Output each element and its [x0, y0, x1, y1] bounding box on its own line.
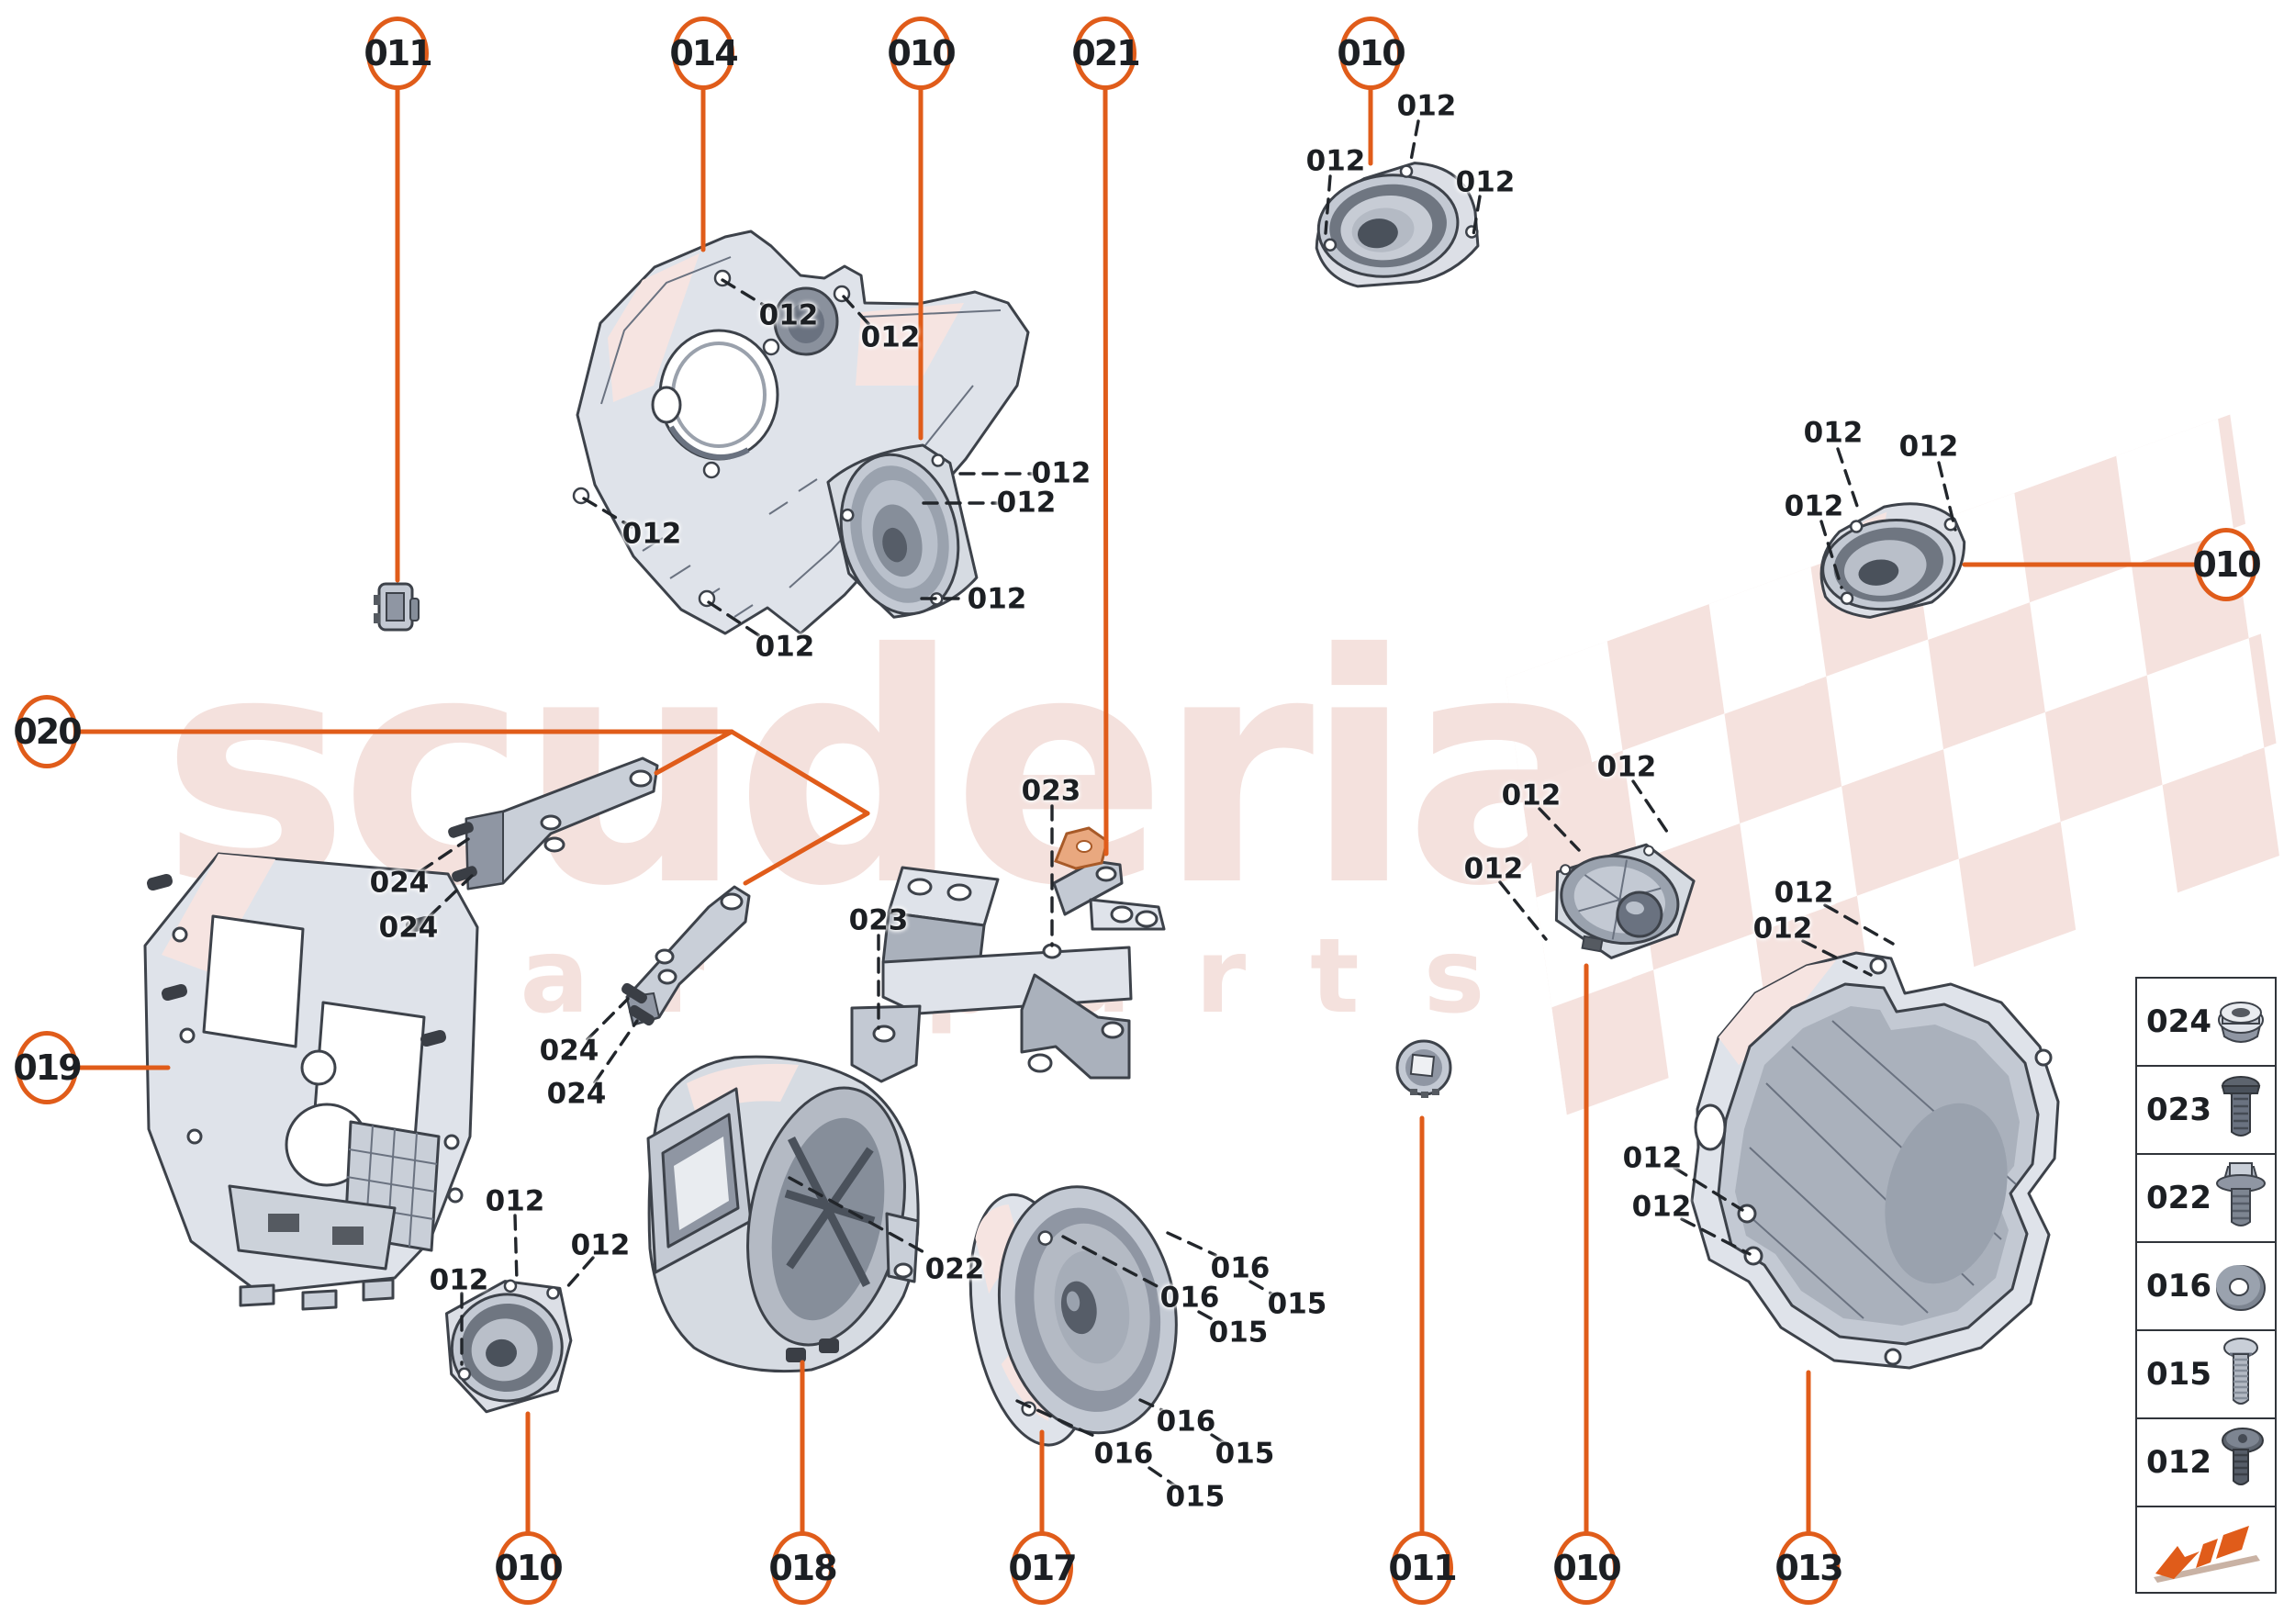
part-label: 015: [1208, 1316, 1269, 1350]
legend-code: 024: [2146, 1003, 2211, 1040]
part-label: 016: [1159, 1281, 1220, 1315]
legend-code: 023: [2146, 1092, 2211, 1128]
part-label: 012: [1774, 876, 1834, 910]
part-label: 024: [369, 866, 430, 900]
part-speaker-010-bottomleft: [444, 1279, 573, 1414]
part-speaker-010-right: [1819, 502, 1966, 619]
part-label: 012: [1803, 416, 1864, 450]
part-bracket-020-b: [621, 885, 751, 1026]
legend-row-015[interactable]: 015: [2135, 1329, 2277, 1417]
callout-010-right[interactable]: 010: [2192, 528, 2262, 601]
callout-010-topright[interactable]: 010: [1337, 17, 1406, 90]
legend-row-023[interactable]: 023: [2135, 1065, 2277, 1153]
part-label: 012: [1784, 489, 1844, 523]
callout-011-top[interactable]: 011: [364, 17, 433, 90]
legend-code: 015: [2146, 1356, 2211, 1393]
callout-020[interactable]: 020: [13, 695, 83, 768]
part-label: 012: [1031, 456, 1092, 490]
part-label: 012: [1622, 1141, 1683, 1175]
part-label: 015: [1165, 1480, 1226, 1514]
part-label: 024: [378, 911, 439, 945]
legend-row-022[interactable]: 022: [2135, 1153, 2277, 1241]
legend-row-024[interactable]: 024: [2135, 977, 2277, 1065]
part-label: 012: [967, 582, 1027, 616]
part-label: 012: [755, 630, 815, 664]
part-label: 012: [1898, 430, 1959, 464]
legend-row-016[interactable]: 016: [2135, 1241, 2277, 1329]
callout-010-bottomleft[interactable]: 010: [494, 1531, 564, 1605]
flange-nut-icon: [2211, 983, 2270, 1060]
part-label: 016: [1156, 1405, 1216, 1439]
part-label: 012: [758, 298, 819, 332]
callout-010-mid[interactable]: 010: [1552, 1531, 1622, 1605]
flange-bolt-icon: [2211, 1159, 2270, 1237]
part-label: 023: [1021, 774, 1081, 808]
part-label: 012: [485, 1184, 545, 1218]
callout-017[interactable]: 017: [1008, 1531, 1078, 1605]
part-speaker-010-topright: [1315, 162, 1480, 288]
part-enclosure-018: [646, 1055, 920, 1373]
part-label: 015: [1267, 1287, 1327, 1321]
part-label: 012: [996, 486, 1057, 520]
part-label: 024: [539, 1034, 599, 1068]
fastener-leader-lines: [419, 119, 1957, 1488]
part-bracket-020-a: [448, 756, 659, 890]
legend-code: 022: [2146, 1180, 2211, 1216]
fastener-legend: 024 023: [2135, 977, 2277, 1594]
part-speaker-017: [968, 1185, 1178, 1447]
callout-011-bottom[interactable]: 011: [1388, 1531, 1458, 1605]
part-label: 012: [1463, 852, 1524, 886]
part-label: 016: [1093, 1437, 1154, 1471]
part-enclosure-013: [1690, 951, 2060, 1370]
callout-018[interactable]: 018: [768, 1531, 838, 1605]
washer-icon: [2211, 1248, 2270, 1325]
part-label: 012: [1305, 144, 1366, 178]
part-label: 012: [1501, 778, 1562, 812]
part-label: 012: [1455, 165, 1516, 199]
part-label: 012: [1631, 1190, 1692, 1224]
legend-code: 016: [2146, 1268, 2211, 1305]
legend-code: 012: [2146, 1444, 2211, 1481]
part-speaker-010-upper: [826, 443, 979, 619]
part-label: 012: [1752, 912, 1813, 946]
part-label: 012: [1596, 750, 1657, 784]
torx-screw-icon: [2211, 1424, 2270, 1501]
part-mount-panel-019: [143, 852, 479, 1311]
part-label: 016: [1210, 1251, 1271, 1285]
bolt-icon: [2211, 1071, 2270, 1148]
part-label: 022: [924, 1252, 985, 1286]
part-label: 012: [1396, 89, 1457, 123]
part-speaker-010-mid-rear: [1554, 843, 1696, 959]
legend-row-arrow[interactable]: [2135, 1506, 2277, 1594]
part-label: 012: [860, 320, 921, 354]
part-mount-bracket-021: [850, 826, 1166, 1083]
callout-019[interactable]: 019: [13, 1031, 83, 1104]
callout-leader-lines: [76, 84, 2197, 1536]
part-label: 023: [848, 903, 909, 937]
direction-arrow-icon: [2146, 1511, 2266, 1588]
part-tweeter-clip-011-bottom: [1395, 1039, 1452, 1098]
part-tweeter-clip-011: [374, 582, 420, 632]
callout-010-upper[interactable]: 010: [887, 17, 957, 90]
screw-icon: [2211, 1336, 2270, 1413]
part-label: 012: [570, 1228, 631, 1262]
part-label: 015: [1215, 1437, 1275, 1471]
part-adapter-frame-014: [572, 230, 1030, 635]
part-label: 012: [429, 1263, 489, 1297]
callout-014[interactable]: 014: [669, 17, 739, 90]
callout-013[interactable]: 013: [1774, 1531, 1844, 1605]
part-label: 024: [546, 1077, 607, 1111]
part-label: 012: [621, 517, 682, 551]
callout-021[interactable]: 021: [1071, 17, 1141, 90]
legend-row-012[interactable]: 012: [2135, 1417, 2277, 1506]
